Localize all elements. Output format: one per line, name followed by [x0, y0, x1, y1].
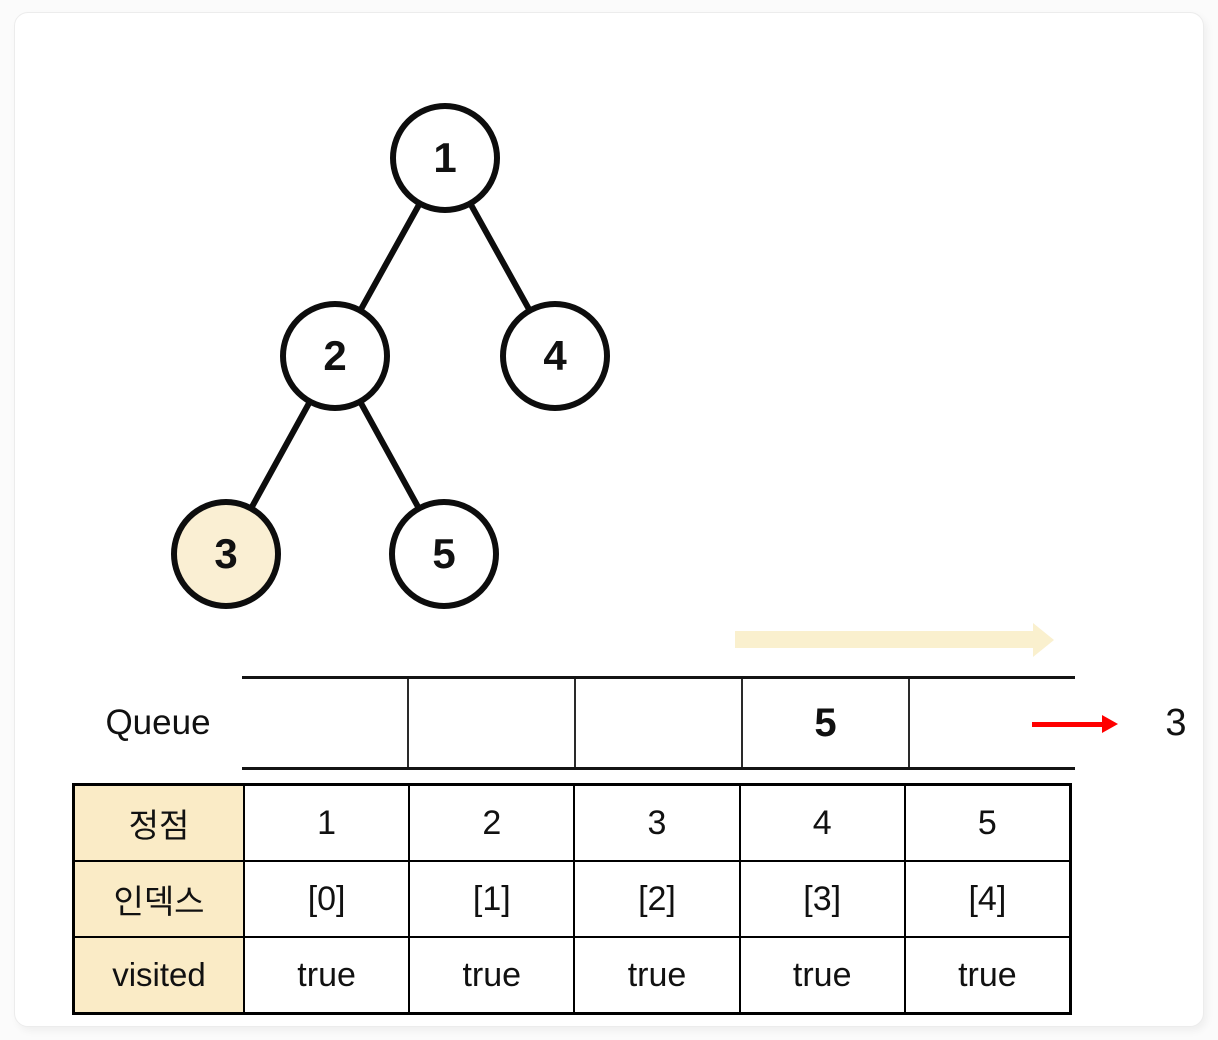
tree-node-2-label: 2 [323, 332, 347, 379]
queue-label: Queue [105, 703, 211, 742]
tree-node-4-label: 4 [543, 332, 567, 379]
queue-row: 5 [242, 676, 1075, 770]
visited-table: 정점 1 2 3 4 5 인덱스 [0] [1] [2] [3] [4] vis… [72, 783, 1072, 1015]
table-cell: true [740, 938, 904, 1012]
table-cell: 3 [575, 786, 739, 860]
queue-cell-3: 5 [743, 679, 910, 767]
tree-node-5: 5 [389, 499, 499, 609]
dequeue-arrow-icon [1032, 722, 1102, 727]
tree-node-1: 1 [390, 103, 500, 213]
tree-node-4: 4 [500, 301, 610, 411]
table-cell: true [245, 938, 409, 1012]
dequeue-arrow-head-icon [1102, 715, 1118, 733]
table-cell: true [410, 938, 574, 1012]
table-cell: true [905, 938, 1069, 1012]
visited-table-row-header-index: 인덱스 [75, 862, 243, 936]
dequeued-value: 3 [1165, 701, 1187, 744]
tree-node-3-highlighted: 3 [171, 499, 281, 609]
queue-cell-1 [409, 679, 576, 767]
table-cell: [1] [410, 862, 574, 936]
diagram-card: 1 2 4 3 5 Queue 5 3 정점 [14, 12, 1204, 1027]
table-cell: [2] [575, 862, 739, 936]
table-cell: [0] [245, 862, 409, 936]
visited-table-row-header-vertex: 정점 [75, 786, 243, 860]
queue-direction-arrow-icon [735, 631, 1033, 648]
queue-direction-arrow-head-icon [1033, 623, 1054, 657]
tree-node-2: 2 [280, 301, 390, 411]
queue-cell-0 [242, 679, 409, 767]
table-cell: [3] [740, 862, 904, 936]
queue-cell-2 [576, 679, 743, 767]
table-cell: 2 [410, 786, 574, 860]
visited-table-row-header-visited: visited [75, 938, 243, 1012]
table-cell: [4] [905, 862, 1069, 936]
tree-node-1-label: 1 [433, 134, 457, 181]
table-cell: 1 [245, 786, 409, 860]
tree-node-5-label: 5 [432, 530, 456, 577]
table-cell: 4 [740, 786, 904, 860]
tree-node-3-label: 3 [214, 530, 238, 577]
table-cell: 5 [905, 786, 1069, 860]
table-cell: true [575, 938, 739, 1012]
